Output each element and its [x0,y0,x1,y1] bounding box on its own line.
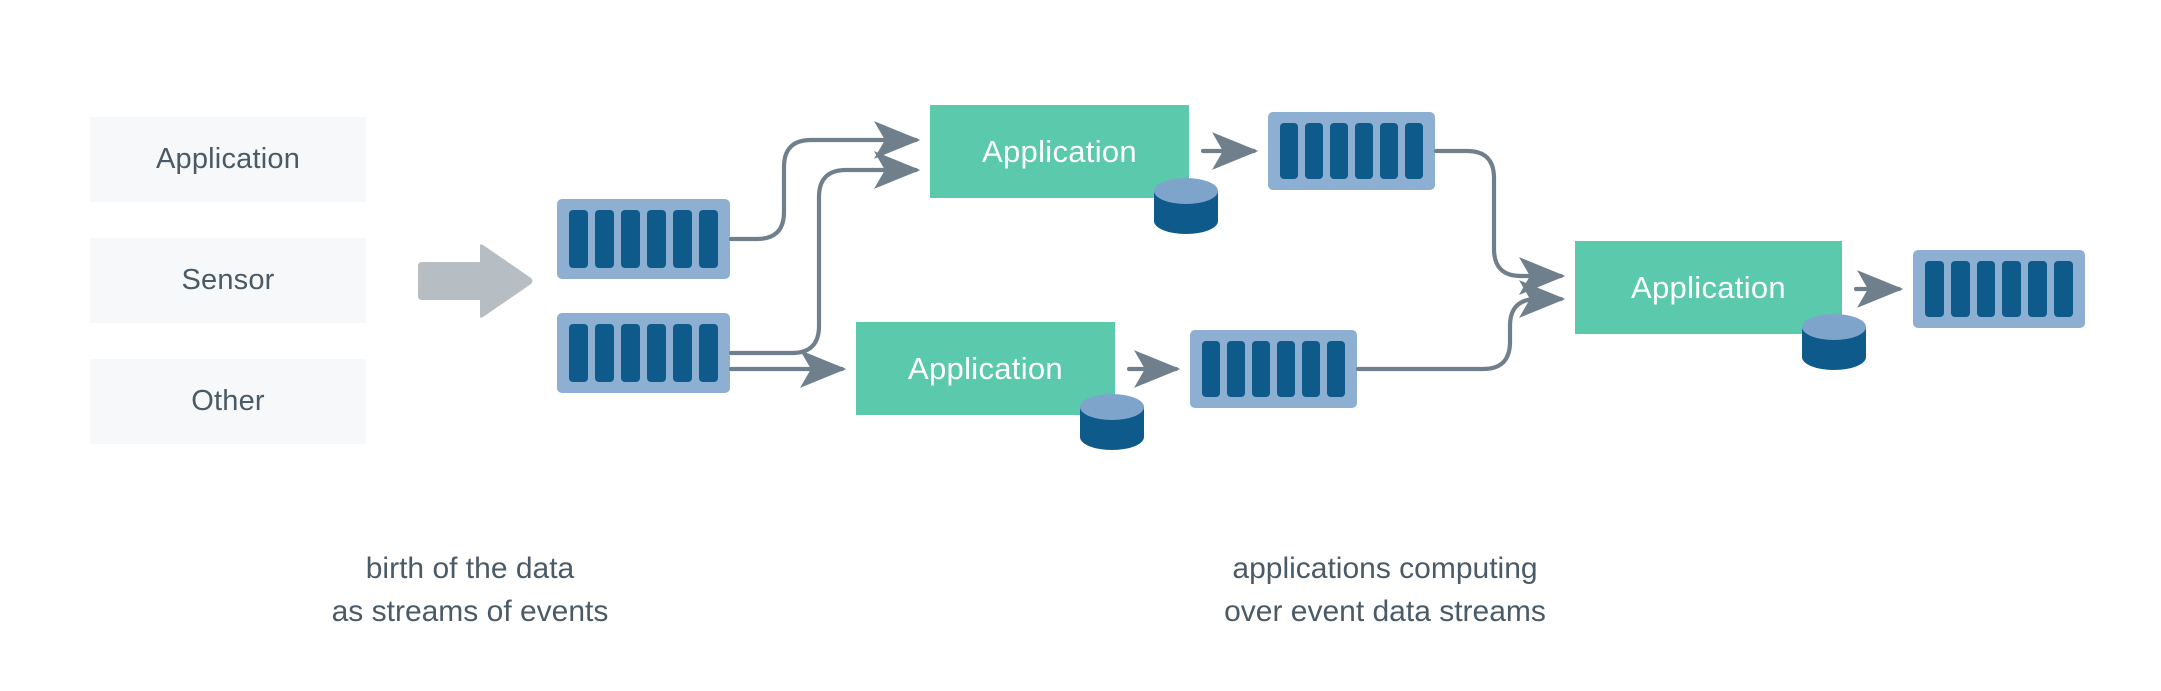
source-box-label: Sensor [181,264,275,296]
stream-box-app-bottom-output[interactable] [1190,330,1357,408]
application-box-bottom[interactable]: Application [856,322,1115,415]
stream-box-source-bottom[interactable] [557,313,730,393]
stream-bar [1302,341,1320,397]
source-box-label: Other [191,385,265,417]
stream-bar [1976,261,1996,317]
stream-bar [569,210,588,268]
stream-bar [673,210,692,268]
caption-line-1: birth of the data [365,552,575,585]
stream-bar [673,324,692,382]
stream-bar [2054,261,2073,317]
database-cylinder-icon [1800,313,1868,371]
stream-bar [621,210,640,268]
caption-applications-computing: applications computing over event data s… [1105,548,1665,633]
stream-bar [1327,341,1345,397]
stream-box-source-top[interactable] [557,199,730,279]
stream-bar [595,210,614,268]
stream-bar [2028,261,2048,317]
stream-bar [647,210,666,268]
stream-bar [2002,261,2022,317]
caption-line-2: over event data streams [1224,594,1546,628]
application-box-top[interactable]: Application [930,105,1189,198]
database-cylinder-icon [1078,393,1146,451]
stream-bar [647,324,666,382]
database-cylinder-icon [1152,177,1220,235]
stream-bar [621,324,640,382]
stream-bar [1202,341,1220,397]
stream-bar [1925,261,1944,317]
stream-bar [1227,341,1245,397]
stream-bar [1380,123,1398,179]
stream-bar [699,324,718,382]
stream-bar [699,210,718,268]
stream-bar [1277,341,1295,397]
stream-bar [1330,123,1348,179]
source-box-sensor[interactable]: Sensor [90,238,366,323]
stream-bar [1355,123,1373,179]
source-box-other[interactable]: Other [90,359,366,444]
caption-line-2: as streams of events [331,594,609,628]
source-box-application[interactable]: Application [90,117,366,202]
fat-right-arrow-icon [414,243,534,319]
application-box-final[interactable]: Application [1575,241,1842,334]
caption-line-1: applications computing [1232,552,1538,585]
stream-bar [595,324,614,382]
connector-stream-top-to-app-final [1433,148,1566,295]
stream-bar [1405,123,1423,179]
stream-bar [1280,123,1298,179]
connector-source-top-to-app-top [728,121,921,242]
source-box-label: Application [155,143,301,175]
application-label: Application [908,350,1063,386]
stream-bar [1950,261,1970,317]
application-label: Application [982,133,1137,169]
connector-stream-bottom-to-app-final [1355,280,1566,372]
caption-birth-of-data: birth of the data as streams of events [195,548,745,633]
stream-box-final-output[interactable] [1913,250,2085,328]
stream-bar [1305,123,1323,179]
application-label: Application [1631,269,1786,305]
stream-bar [569,324,588,382]
stream-box-app-top-output[interactable] [1268,112,1435,190]
stream-bar [1252,341,1270,397]
